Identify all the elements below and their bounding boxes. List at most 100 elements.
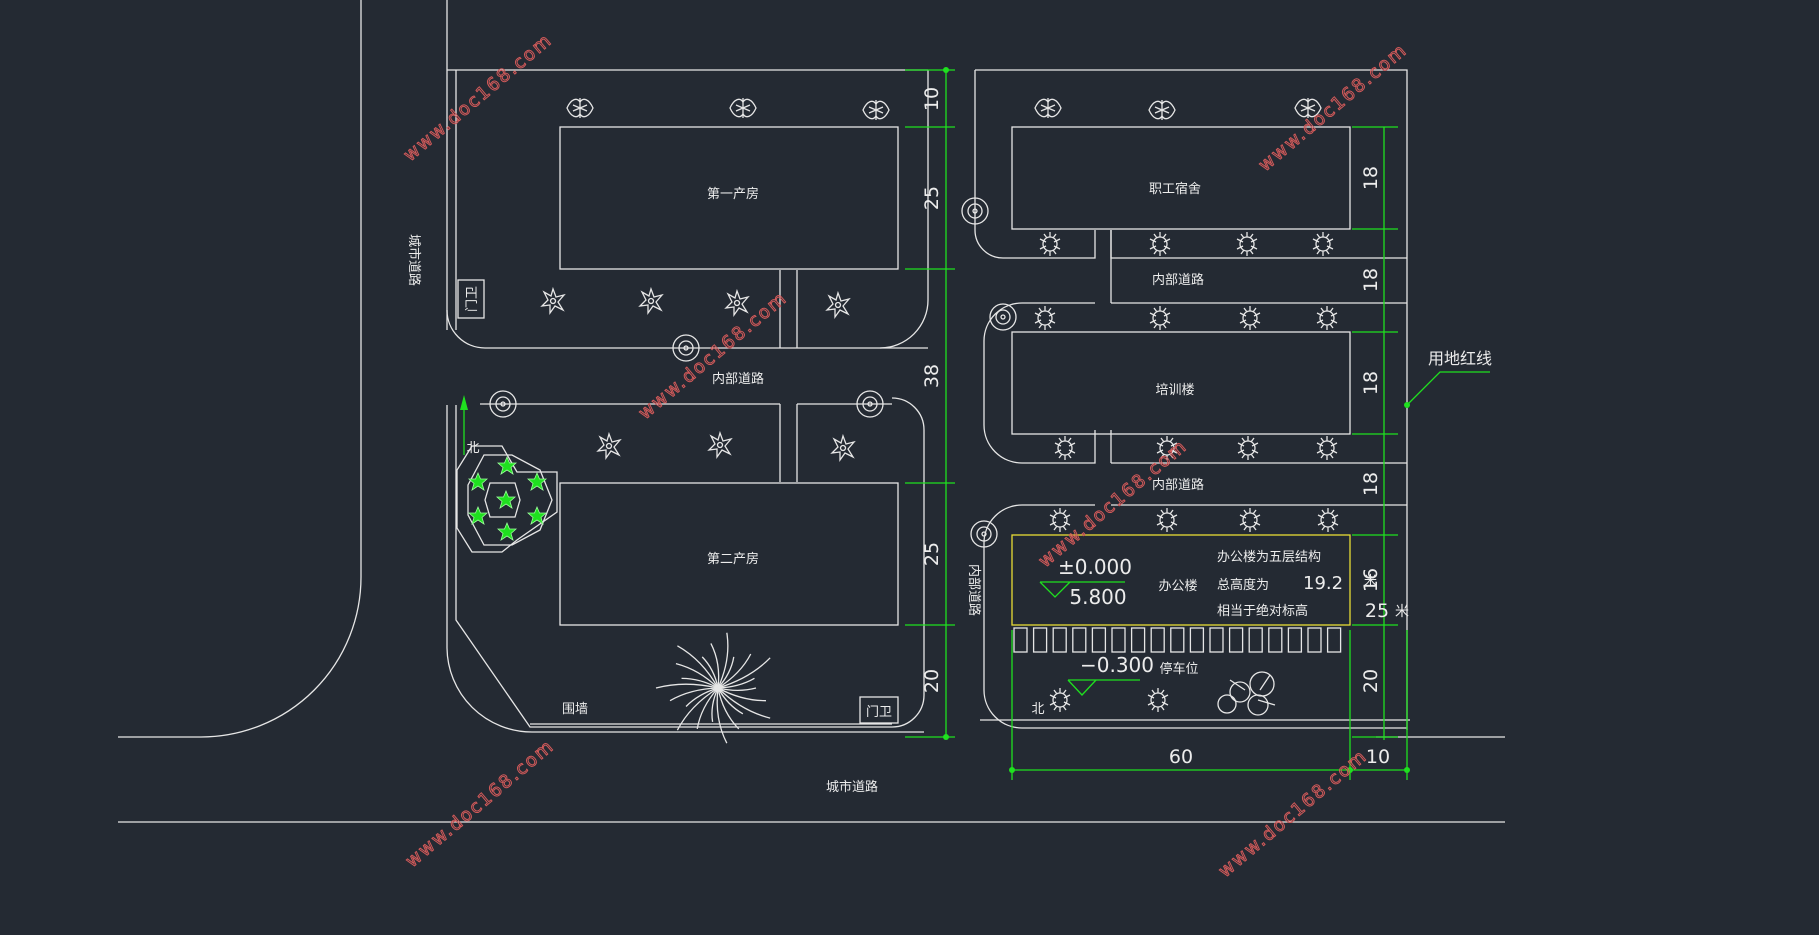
- palm-frond: [710, 643, 720, 689]
- palm-frond: [717, 656, 735, 689]
- palm-frond: [681, 677, 719, 689]
- palm-frond: [717, 687, 766, 702]
- dim-right-16: 16: [1360, 568, 1382, 592]
- palm-frond: [717, 632, 729, 689]
- city-road-left: [118, 0, 448, 738]
- redline-label: 用地红线: [1428, 349, 1492, 368]
- parking-label: 停车位: [1159, 661, 1198, 677]
- palm-frond: [717, 687, 771, 719]
- building-2-label: 第二产房: [707, 551, 759, 567]
- parking-stall: [1326, 627, 1342, 653]
- tree-row-right: [1034, 231, 1339, 713]
- shrub-cluster: [1217, 671, 1276, 716]
- dim-left-25b: 25: [921, 542, 943, 566]
- dimension-texts-left: 10 25 38 25 20: [921, 87, 943, 693]
- dim-bottom-10: 10: [1366, 746, 1390, 768]
- dim-right-18b: 18: [1360, 268, 1382, 292]
- watermark-2: www.doc168.com: [1255, 39, 1412, 175]
- wall-label: 围墙: [562, 702, 588, 717]
- palm-frond: [711, 687, 719, 722]
- palm-frond: [677, 645, 719, 689]
- city-road-bottom-label: 城市道路: [826, 779, 878, 795]
- parking-stall: [1072, 627, 1087, 653]
- parking-stall: [1209, 627, 1224, 653]
- parking-stall: [1013, 627, 1028, 653]
- dormitory-label: 职工宿舍: [1149, 181, 1201, 197]
- palm-tree: [655, 632, 771, 744]
- palm-frond: [717, 657, 771, 689]
- inner-road-2-label: 内部道路: [1152, 477, 1204, 493]
- parking-stall: [1189, 627, 1205, 653]
- palm-frond: [696, 687, 719, 730]
- palm-frond: [717, 677, 755, 689]
- gate-house-top: [457, 279, 485, 319]
- dim-right-mi: 米: [1395, 604, 1409, 620]
- parking-stall: [1111, 627, 1126, 653]
- parking-stall: [1287, 627, 1303, 653]
- office-note-line2: 总高度为: [1217, 577, 1269, 593]
- training-label: 培训楼: [1155, 382, 1194, 398]
- tree-row-top-left: [566, 97, 890, 121]
- city-road-left-label: 城市道路: [406, 234, 422, 286]
- dim-right-20: 20: [1360, 669, 1382, 693]
- elevation-marker-ground: [1067, 679, 1140, 696]
- palm-frond: [676, 687, 719, 731]
- office-note-line1: 办公楼为五层结构: [1217, 550, 1321, 565]
- elevation-marker-office: [1039, 581, 1125, 598]
- dim-bottom-60: 60: [1169, 746, 1193, 768]
- dim-right-18a: 18: [1360, 166, 1382, 190]
- gate-bottom-label: 门卫: [866, 705, 892, 720]
- inner-road-top-label: 内部道路: [712, 371, 764, 387]
- watermark-5: www.doc168.com: [402, 735, 559, 871]
- parking-stall: [1307, 627, 1322, 653]
- palm-frond: [717, 653, 752, 689]
- inner-road-vertical-label: 内部道路: [966, 564, 982, 616]
- dim-left-25a: 25: [921, 186, 943, 210]
- office-note-line3: 相当于绝对标高: [1217, 603, 1308, 619]
- parking-stall: [1150, 627, 1165, 653]
- palm-frond: [675, 663, 719, 689]
- elevation-low: −0.300: [1080, 653, 1154, 677]
- palm-frond: [717, 687, 740, 730]
- gate-house-bottom: [859, 696, 899, 724]
- elevation-pm: ±0.000: [1058, 555, 1132, 579]
- parking-stalls: [1013, 627, 1342, 653]
- watermark-1: www.doc168.com: [400, 29, 557, 165]
- office-label: 办公楼: [1158, 579, 1197, 594]
- palm-frond: [655, 683, 719, 689]
- dimension-lines: [905, 67, 1490, 780]
- parking-stall: [1228, 627, 1244, 653]
- dim-right-18d: 18: [1360, 472, 1382, 496]
- dim-right-18c: 18: [1360, 371, 1382, 395]
- parking-stall: [1091, 627, 1107, 653]
- elevation-absolute: 5.800: [1069, 585, 1126, 609]
- dormitory-building: [1011, 126, 1351, 230]
- tree-row-top-right: [1034, 97, 1322, 121]
- office-note-height: 19.2: [1303, 573, 1343, 594]
- building-1: [559, 126, 899, 270]
- training-building: [1011, 331, 1351, 435]
- office-building: [1011, 534, 1351, 626]
- parking-stall: [1130, 627, 1146, 653]
- building-2: [559, 482, 899, 626]
- dimension-texts-bottom: 60 10: [1169, 746, 1390, 768]
- dimension-texts-right: 18 18 18 18 16 20 米 25 米: [1360, 166, 1409, 693]
- gate-top-label: 门卫: [465, 286, 480, 312]
- north-label: 北: [466, 441, 479, 456]
- inner-road-1-label: 内部道路: [1152, 272, 1204, 288]
- right-site-outline: [974, 69, 1410, 730]
- parking-stall: [1170, 627, 1185, 653]
- palm-frond: [716, 687, 728, 744]
- left-site-outline: [446, 69, 929, 733]
- north-arrow: [460, 395, 468, 455]
- north-label-right: 北: [1031, 702, 1044, 717]
- parking-stall: [1248, 627, 1263, 653]
- watermarks: www.doc168.com www.doc168.com www.doc168…: [399, 29, 1412, 882]
- parking-stall: [1032, 627, 1048, 653]
- building-1-label: 第一产房: [707, 186, 759, 202]
- hexagon-garden: [456, 445, 558, 553]
- dim-left-10: 10: [921, 87, 943, 111]
- palm-frond: [717, 687, 744, 715]
- dim-left-38: 38: [921, 364, 943, 388]
